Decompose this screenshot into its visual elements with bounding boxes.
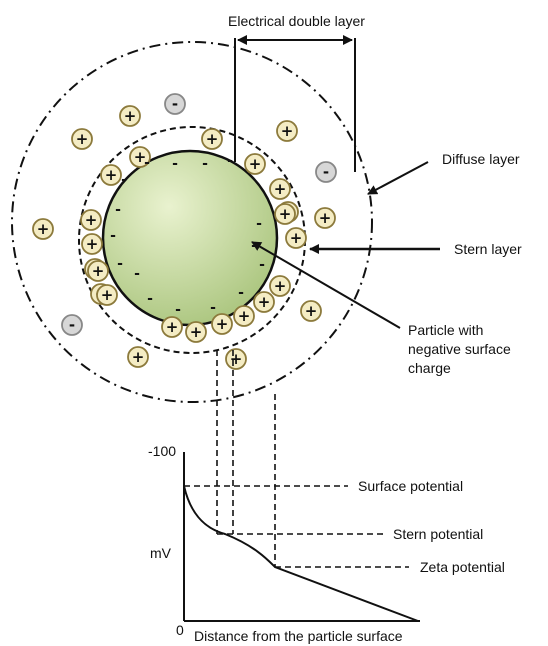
surface-negative-charge: -	[227, 153, 233, 169]
cation-ion-sign: +	[105, 166, 118, 184]
surface-negative-charge: -	[121, 172, 127, 188]
particle-label-line-3: charge	[408, 360, 451, 376]
surface-negative-charge: -	[147, 291, 153, 307]
cation-ion-sign: +	[166, 318, 179, 336]
projection-lines	[184, 350, 409, 567]
particle-label-line-1: Particle with	[408, 322, 483, 338]
cation-ion-sign: +	[216, 315, 229, 333]
double-layer-bracket	[235, 38, 355, 172]
cation-ion-sign: +	[290, 229, 303, 247]
stern-potential-label: Stern potential	[393, 526, 483, 542]
cation-ion-sign: +	[132, 348, 145, 366]
cation-ion-sign: +	[92, 262, 105, 280]
y-axis-zero-label: 0	[176, 622, 184, 638]
cation-ion-sign: +	[279, 205, 292, 223]
cation-ion-sign: +	[230, 350, 243, 368]
surface-negative-charge: -	[134, 266, 140, 282]
cation-ion-sign: +	[206, 130, 219, 148]
cation-ion-sign: +	[319, 209, 332, 227]
anion-ion-sign: -	[323, 163, 329, 181]
surface-negative-charge: -	[117, 256, 123, 272]
x-axis-label: Distance from the particle surface	[194, 628, 403, 644]
cation-ion-sign: +	[101, 286, 114, 304]
surface-negative-charge: -	[256, 216, 262, 232]
anion-ion-sign: -	[172, 95, 178, 113]
surface-negative-charge: -	[259, 257, 265, 273]
anion-ion-sign: -	[69, 316, 75, 334]
surface-potential-label: Surface potential	[358, 478, 463, 494]
cation-ion-sign: +	[190, 323, 203, 341]
surface-negative-charge: -	[210, 300, 216, 316]
surface-negative-charge: -	[251, 238, 257, 254]
cation-ion-sign: +	[37, 220, 50, 238]
cation-ion-sign: +	[249, 155, 262, 173]
cation-ion-sign: +	[281, 122, 294, 140]
cation-ion-sign: +	[85, 211, 98, 229]
surface-negative-charge: -	[144, 155, 150, 171]
cation-ion-sign: +	[124, 107, 137, 125]
surface-negative-charge: -	[238, 285, 244, 301]
electrical-double-layer-label: Electrical double layer	[228, 13, 365, 29]
surface-negative-charge: -	[202, 156, 208, 172]
surface-negative-charge: -	[175, 302, 181, 318]
y-axis-top-label: -100	[148, 443, 176, 459]
potential-curve	[184, 486, 418, 621]
diffuse-layer-label: Diffuse layer	[442, 151, 520, 167]
stern-layer-label: Stern layer	[454, 241, 522, 257]
y-axis-unit-label: mV	[150, 545, 172, 561]
cation-ion-sign: +	[274, 277, 287, 295]
cation-ion-sign: +	[238, 307, 251, 325]
zeta-potential-label: Zeta potential	[420, 559, 505, 575]
cation-ion-sign: +	[305, 302, 318, 320]
cation-ion-sign: +	[258, 293, 271, 311]
particle-label-line-2: negative surface	[408, 341, 511, 357]
surface-negative-charge: -	[110, 228, 116, 244]
surface-negative-charge: -	[172, 156, 178, 172]
surface-negative-charge: -	[115, 202, 121, 218]
cation-ion-sign: +	[274, 180, 287, 198]
cation-ion-sign: +	[76, 130, 89, 148]
cation-ion-sign: +	[86, 235, 99, 253]
diffuse-layer-arrow	[368, 162, 428, 194]
